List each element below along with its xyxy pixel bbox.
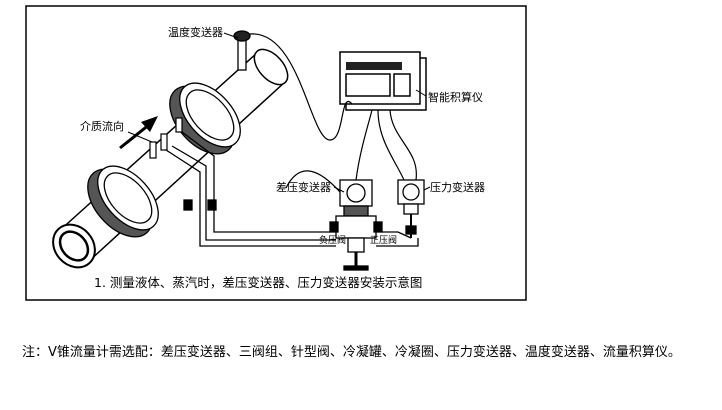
temperature-transmitter-device (233, 30, 251, 71)
label-dp-transmitter: 差压变送器 (276, 180, 331, 194)
label-temperature-transmitter: 温度变送器 (168, 25, 223, 39)
pressure-transmitter-device (397, 179, 425, 238)
leader-lines (127, 32, 431, 193)
pressure-taps (149, 117, 183, 159)
selection-note: 注：V锥流量计需选配：差压变送器、三阀组、针型阀、冷凝罐、冷凝圈、压力变送器、温… (22, 345, 681, 360)
label-positive-valve: 正压阀 (370, 235, 397, 246)
label-negative-valve: 负压阀 (319, 234, 346, 246)
dp-transmitter-device (329, 179, 383, 271)
flange-lower (87, 165, 159, 238)
signal-cables (249, 33, 417, 193)
label-flow-computer: 智能积算仪 (428, 90, 483, 104)
label-pressure-transmitter: 压力变送器 (430, 180, 485, 194)
label-flow-direction: 介质流向 (80, 119, 124, 133)
flow-computer-device (339, 51, 427, 111)
installation-diagram: 温度变送器 智能积算仪 介质流向 差压变送器 压力变送器 负压阀 正压阀 1. … (25, 5, 527, 301)
flow-direction-arrow (119, 116, 158, 150)
pipe (52, 48, 289, 269)
flange-upper (169, 82, 241, 155)
impulse-lines (165, 131, 419, 247)
diagram-caption: 1. 测量液体、蒸汽时，差压变送器、压力变送器安装示意图 (94, 275, 422, 290)
diagram-frame (25, 5, 527, 301)
